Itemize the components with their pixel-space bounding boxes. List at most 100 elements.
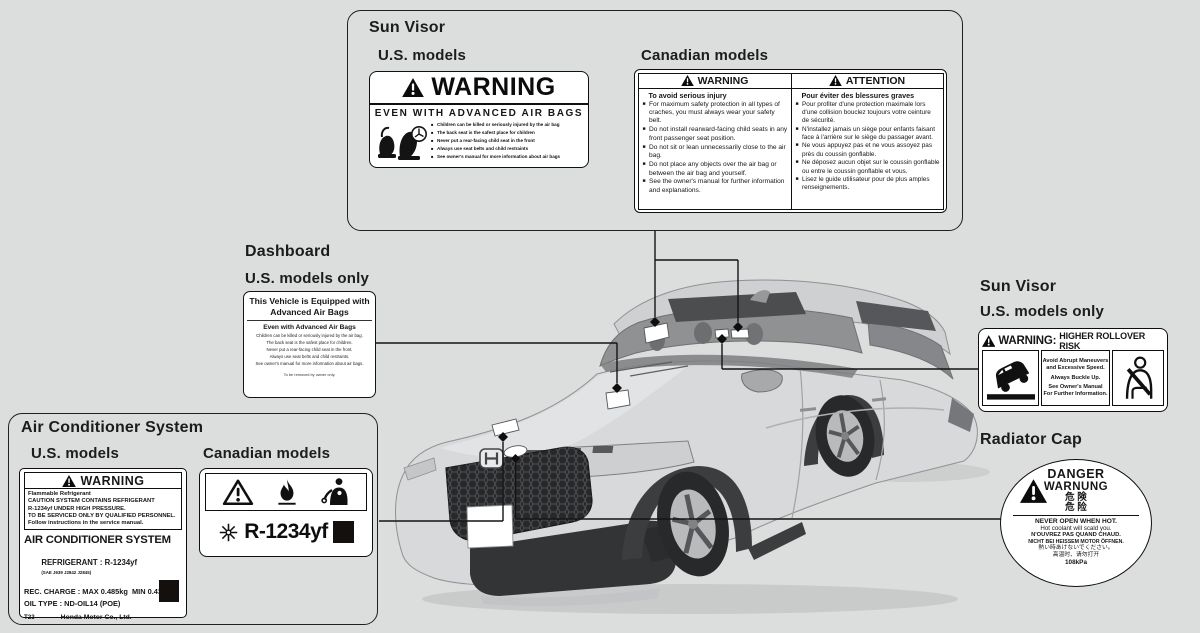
- refrigerant-row: REFRIGERANT : R-1234yf (SAE J639 J2842 J…: [24, 549, 182, 585]
- line: Always use seat belts and child restrain…: [269, 354, 350, 360]
- side-glass: [867, 320, 954, 380]
- text-line: Always Buckle Up.: [1050, 374, 1101, 381]
- bullet: The back seat is the safest place for ch…: [431, 129, 583, 137]
- bullet: Do not place any objects over the air ba…: [643, 161, 788, 178]
- line: and Excessive Speed.: [1046, 365, 1105, 372]
- buckled-occupant-icon: [1125, 356, 1153, 399]
- sae-codes: (SAE J639 J2842 J2845): [41, 569, 92, 575]
- antenna-fin: [750, 290, 770, 303]
- subhead: Even with Advanced Air Bags: [263, 324, 356, 332]
- text-line: Avoid Abrupt Maneuvers and Excessive Spe…: [1043, 358, 1109, 372]
- bullet: Always use seat belts and child restrain…: [431, 145, 583, 153]
- warning-word: WARNING: [431, 73, 556, 101]
- line: For Further Information.: [1043, 390, 1108, 397]
- line: TO BE SERVICED ONLY BY QUALIFIED PERSONN…: [28, 512, 176, 519]
- flame-icon: [278, 479, 296, 505]
- ac-group-box: Air Conditioner System U.S. models Canad…: [8, 413, 378, 625]
- black-square: [159, 580, 179, 602]
- caution-line: NICHT BEI HEISSEM MOTOR ÖFFNEN.: [1028, 539, 1124, 546]
- line: See owner's manual for more information …: [255, 360, 364, 366]
- warning-header: WARNING: [370, 72, 588, 105]
- label-patches: [466, 322, 750, 549]
- line: The back seat is the safest place for ch…: [266, 340, 353, 346]
- windshield: [599, 307, 863, 367]
- rollover-warning-label: WARNING: HIGHER ROLLOVER RISK Avoid Abru…: [978, 328, 1168, 412]
- danger-line: 危 险: [1065, 502, 1087, 514]
- divider: [247, 320, 372, 322]
- caution-line: N'OUVREZ PAS QUAND CHAUD.: [1031, 532, 1121, 539]
- warning-triangle-icon: [829, 75, 842, 86]
- snowflake-icon: [219, 523, 238, 541]
- danger-block: DANGER WARNUNG 危 険 危 险: [1001, 467, 1151, 514]
- visor-label-patch: [714, 328, 730, 339]
- line: Children can be killed or seriously inju…: [256, 333, 363, 339]
- warning-triangle-icon: [1020, 479, 1047, 503]
- license-plate: [466, 504, 514, 549]
- label-subtitle: EVEN WITH ADVANCED AIR BAGS: [374, 108, 584, 119]
- bullet-list: Children can be killed or seriously inju…: [431, 121, 583, 161]
- warning-box: WARNING Flammable Refrigerant CAUTION SY…: [24, 472, 182, 531]
- location-marker-diamonds: [498, 317, 743, 463]
- attention-column-fr: ATTENTION Pour éviter des blessures grav…: [790, 73, 943, 209]
- black-square: [332, 521, 354, 543]
- oil-row: OIL TYPE : ND-OIL14 (POE): [24, 598, 121, 608]
- attention-header: ATTENTION: [791, 74, 943, 89]
- bullet: Do not install rearward-facing child sea…: [643, 126, 788, 143]
- caution-line: 高温时、请勿打开: [1052, 551, 1100, 558]
- honda-emblem: [479, 448, 504, 469]
- bullet: Children can be killed or seriously inju…: [431, 121, 583, 129]
- warning-word: WARNING: [80, 473, 145, 488]
- footnote: To be removed by owner only.: [283, 371, 336, 377]
- dashboard-subtitle: U.S. models only: [245, 270, 370, 287]
- child-seat-airbag-icon: [378, 126, 427, 160]
- refrigerant-row: R-1234yf: [205, 511, 367, 553]
- front-wheel-arch: [622, 466, 752, 560]
- visor-label-patch: [730, 328, 750, 339]
- attention-word: ATTENTION: [845, 74, 906, 87]
- warning-word: WARNING: [697, 74, 749, 87]
- tilted-vehicle-icon: [986, 361, 1035, 400]
- caution-lines: Flammable Refrigerant CAUTION SYSTEM CON…: [25, 489, 181, 529]
- label-footer: T23 Honda Motor Co., Ltd.: [24, 614, 182, 621]
- visor-label-patch: [643, 322, 670, 344]
- rear-wheel: [815, 395, 875, 477]
- service-person-icon: [320, 478, 348, 505]
- dashboard-airbag-label: This Vehicle is Equipped with Advanced A…: [243, 291, 376, 398]
- dashboard-title: Dashboard: [245, 243, 331, 260]
- bullet: N'installez jamais un siège pour enfants…: [796, 126, 940, 142]
- header-text: HIGHER ROLLOVER RISK: [1059, 330, 1146, 351]
- line: Flammable Refrigerant: [28, 491, 91, 497]
- warning-word: WARNING:: [998, 334, 1057, 347]
- lead-line: To avoid serious injury: [648, 90, 727, 100]
- bullet-list: For maximum safety protection in all typ…: [639, 100, 791, 198]
- hood-label-patch: [491, 418, 520, 437]
- warning-triangle-outline-icon: [223, 479, 254, 506]
- canadian-models-heading: Canadian models: [641, 47, 769, 64]
- tilted-vehicle-cell: [982, 350, 1039, 406]
- dashboard-label-patch: [605, 389, 631, 410]
- headline-line: Advanced Air Bags: [270, 306, 349, 317]
- sunroof: [668, 292, 806, 322]
- danger-line: DANGER: [1047, 467, 1105, 481]
- sun-visor-canadian-label: WARNING To avoid serious injury For maxi…: [634, 69, 947, 213]
- line: See Owner's Manual: [1048, 383, 1103, 390]
- bullet: For maximum safety protection in all typ…: [643, 101, 788, 126]
- line: Follow instructions in the service manua…: [28, 520, 144, 527]
- front-wheel: [657, 471, 729, 577]
- company-name: Honda Motor Co., Ltd.: [60, 613, 132, 621]
- warning-header: WARNING: HIGHER ROLLOVER RISK: [982, 330, 1164, 351]
- sun-visor-us-warning-label: WARNING EVEN WITH ADVANCED AIR BAGS Chil…: [369, 71, 589, 168]
- ac-group-title: Air Conditioner System: [21, 419, 204, 436]
- us-models-heading: U.S. models: [31, 445, 120, 462]
- line: R-1234yf UNDER HIGH PRESSURE.: [28, 505, 126, 512]
- system-title: AIR CONDITIONER SYSTEM: [24, 534, 171, 547]
- radiator-title: Radiator Cap: [980, 431, 1082, 448]
- line: CAUTION SYSTEM CONTAINS REFRIGERANT: [28, 498, 155, 505]
- bullet: Do not sit or lean unnecessarily close t…: [643, 144, 788, 161]
- danger-line: WARNUNG: [1043, 481, 1109, 494]
- danger-line: 危 険: [1065, 492, 1087, 504]
- bullet: See the owner's manual for further infor…: [643, 178, 788, 195]
- warning-triangle-icon: [982, 334, 996, 347]
- text-line: See Owner's Manual For Further Informati…: [1043, 384, 1107, 398]
